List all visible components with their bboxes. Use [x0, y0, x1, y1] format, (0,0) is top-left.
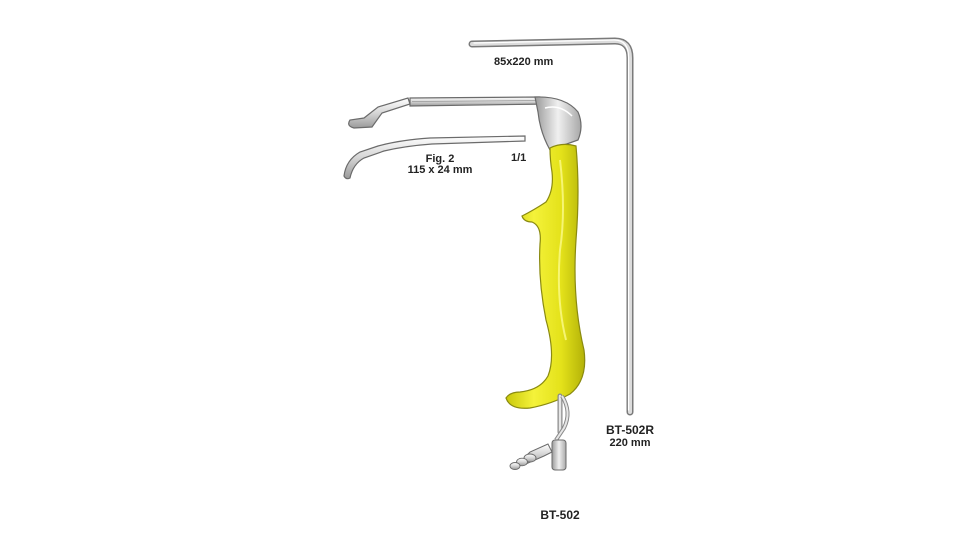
fig-size-label: 115 x 24 mm [407, 164, 473, 176]
fig-title-label: Fig. 2 [425, 153, 455, 165]
scale-label: 1/1 [511, 152, 527, 164]
blade-profile [343, 135, 526, 180]
retractor-blade [348, 96, 582, 151]
fiber-optic-connector [509, 393, 570, 471]
retractor-handle [505, 143, 586, 409]
retractor-code-label: BT-502 [540, 508, 580, 522]
rod-code-label: BT-502R [605, 423, 655, 437]
light-rod [468, 37, 634, 416]
rod-length-label: 220 mm [609, 437, 651, 449]
rod-size-label: 85x220 mm [494, 56, 554, 68]
